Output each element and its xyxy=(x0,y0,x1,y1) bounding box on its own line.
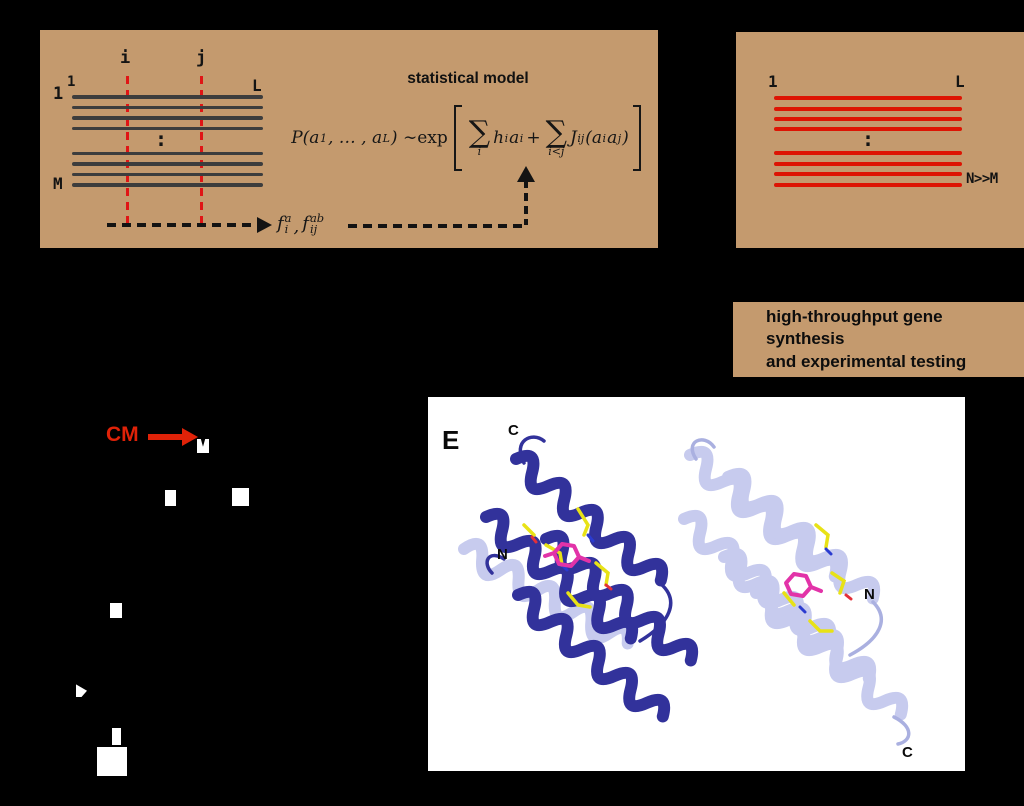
sampled-sequences-panel: 1 L : N>>M xyxy=(736,32,1024,248)
column-1-label: 1 xyxy=(768,72,778,91)
dashed-flow-line xyxy=(348,224,522,228)
synthesis-text-line2: and experimental testing xyxy=(766,351,967,371)
c-terminus-label-bottom: C xyxy=(902,744,913,761)
n-terminus-label-right: N xyxy=(864,586,875,603)
column-1-label: 1 xyxy=(67,74,76,90)
column-i-guide-line xyxy=(126,76,129,226)
sequence-line xyxy=(774,127,962,131)
column-j-guide-line xyxy=(200,76,203,226)
synthesis-panel: high-throughput gene synthesis and exper… xyxy=(733,302,1024,377)
cm-label: CM xyxy=(106,423,139,446)
sequence-line xyxy=(72,126,263,130)
sequence-line xyxy=(72,105,263,109)
arrow-up-icon xyxy=(517,166,535,182)
sequence-line xyxy=(774,151,962,155)
scatter-marker xyxy=(165,490,176,506)
light-chain-bundle xyxy=(677,446,908,723)
arrow-right-icon xyxy=(257,217,272,233)
dashed-flow-line xyxy=(524,180,528,225)
sequence-line xyxy=(774,183,962,187)
sequence-line xyxy=(774,107,962,111)
sequence-line xyxy=(72,151,263,155)
sequence-line xyxy=(72,183,263,187)
panel-e-label: E xyxy=(442,425,460,455)
msa-ellipsis: : xyxy=(155,127,168,151)
sequence-count-label: N>>M xyxy=(966,171,998,187)
sequence-line xyxy=(72,172,263,176)
sequence-line xyxy=(72,95,263,99)
stick-residues-left xyxy=(522,507,613,609)
right-bracket xyxy=(632,105,641,171)
ligand-right xyxy=(784,572,823,598)
sequence-line xyxy=(72,116,263,120)
c-terminus-loop xyxy=(518,435,546,465)
sum-over-i: ∑i xyxy=(468,115,491,158)
chain-loop xyxy=(638,582,673,643)
scatter-marker xyxy=(197,439,209,453)
chain-loop xyxy=(690,438,716,461)
cm-arrow-icon xyxy=(148,434,184,440)
protein-structure-panel: E C N N C xyxy=(428,397,965,771)
column-L-label: L xyxy=(955,72,965,91)
column-i-label: i xyxy=(120,48,131,68)
scatter-marker xyxy=(76,684,87,697)
sum-over-i-lt-j: ∑i<j xyxy=(545,115,567,158)
scatter-marker xyxy=(110,603,122,618)
left-bracket xyxy=(453,105,462,171)
cm-arrowhead-icon xyxy=(182,428,198,446)
row-1-label: 1 xyxy=(53,84,64,104)
statistical-model-title: statistical model xyxy=(407,70,529,87)
scatter-marker xyxy=(112,728,121,745)
scatter-marker xyxy=(97,747,127,776)
sequence-line xyxy=(72,162,263,166)
protein-ribbon-art xyxy=(428,435,965,746)
stick-residues-right xyxy=(782,523,853,633)
dashed-flow-line xyxy=(107,223,257,227)
synthesis-text-line1: high-throughput gene synthesis xyxy=(766,307,943,349)
c-terminus-label-top: C xyxy=(508,422,519,439)
row-M-label: M xyxy=(53,174,63,193)
ligand-left xyxy=(543,542,591,568)
scatter-marker xyxy=(232,488,249,506)
sequence-line xyxy=(774,117,962,121)
n-terminus-label-left: N xyxy=(497,546,508,563)
column-j-label: j xyxy=(196,48,207,68)
sampled-ellipsis: : xyxy=(862,127,875,151)
n-terminus-loop xyxy=(485,553,506,575)
c-terminus-loop xyxy=(892,715,911,746)
column-L-label: L xyxy=(252,76,262,95)
sequence-line xyxy=(774,172,962,176)
sequence-line xyxy=(774,96,962,100)
n-terminus-loop xyxy=(848,600,883,657)
sequence-line xyxy=(774,162,962,166)
